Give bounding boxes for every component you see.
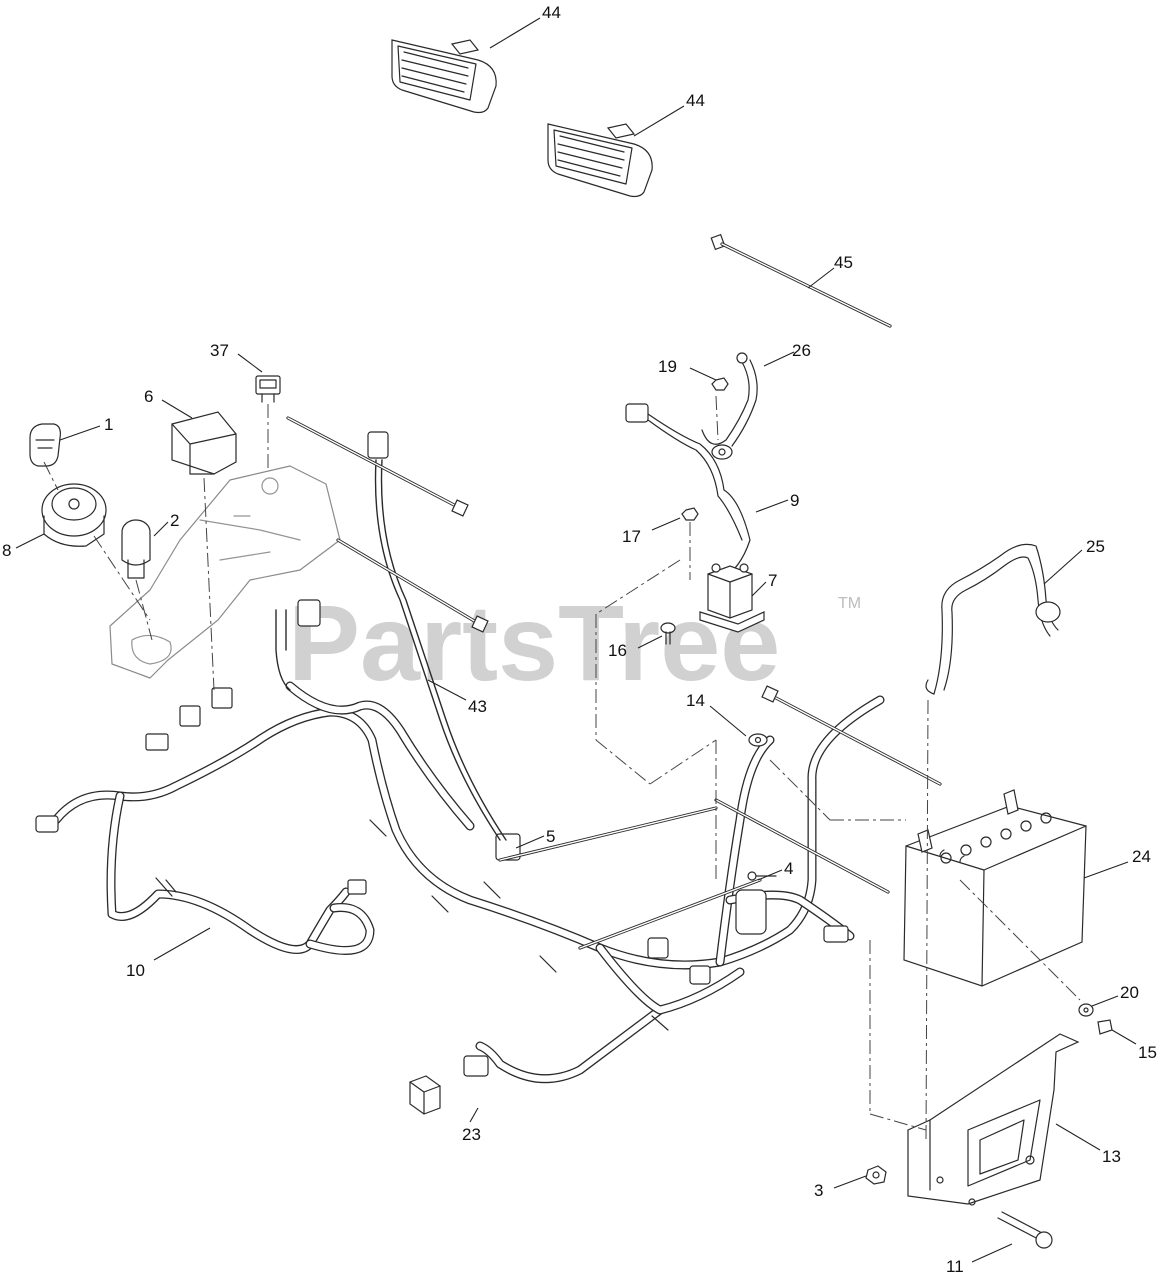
seat-switch-23[interactable] [409, 1075, 441, 1115]
hour-meter[interactable] [171, 411, 237, 475]
washer-20[interactable] [1078, 1003, 1094, 1017]
cable-tie-lower[interactable] [498, 798, 890, 950]
harness-connector-left [35, 815, 59, 833]
callout-13: 13 [1102, 1147, 1121, 1166]
ignition-key[interactable] [29, 423, 61, 467]
callout-26: 26 [792, 341, 811, 360]
callout-44-upper: 44 [542, 3, 561, 22]
pto-switch[interactable] [121, 519, 151, 579]
watermark-text: PartsTree [288, 582, 780, 703]
toggle-switch-37[interactable] [255, 375, 281, 403]
nut-19[interactable] [711, 377, 729, 391]
callout-16: 16 [608, 641, 627, 660]
callout-9: 9 [790, 491, 799, 510]
callout-2: 2 [170, 511, 179, 530]
solenoid-harness-9[interactable] [625, 403, 751, 581]
callout-45: 45 [834, 253, 853, 272]
nut-3[interactable] [865, 1165, 887, 1185]
callout-14: 14 [686, 691, 705, 710]
callout-4: 4 [784, 859, 793, 878]
callout-37: 37 [210, 341, 229, 360]
battery-hold-down-rod[interactable] [925, 543, 1061, 695]
leader-lines [15, 17, 1137, 1263]
work-light-lower[interactable] [547, 123, 653, 198]
wiring-harness[interactable] [35, 681, 885, 1084]
ignition-switch[interactable] [41, 483, 107, 547]
callout-17: 17 [622, 527, 641, 546]
callout-7: 7 [768, 571, 777, 590]
alignment-lines [43, 395, 1081, 1141]
work-light-upper[interactable] [391, 39, 497, 114]
callout-1: 1 [104, 415, 113, 434]
callout-20: 20 [1120, 983, 1139, 1002]
watermark-trademark: TM [838, 595, 861, 612]
screw-4[interactable] [747, 871, 777, 881]
starter-solenoid[interactable] [699, 563, 765, 633]
washer-14[interactable] [748, 733, 768, 747]
battery[interactable] [903, 789, 1087, 987]
callout-15: 15 [1138, 1043, 1157, 1062]
battery-bracket[interactable] [907, 1033, 1080, 1206]
control-panel [109, 465, 341, 679]
screw-16[interactable] [660, 622, 676, 645]
bolt-11[interactable] [997, 1211, 1053, 1249]
callout-11: 11 [946, 1257, 964, 1276]
wire-lead-43[interactable] [275, 431, 507, 841]
cable-tie-upper[interactable] [286, 416, 469, 517]
callout-19: 19 [658, 357, 677, 376]
cable-tie-45[interactable] [710, 233, 892, 328]
cable-tie-middle[interactable] [336, 538, 489, 633]
callout-6: 6 [144, 387, 153, 406]
harness-connector-5 [495, 833, 521, 861]
cable-tie-right[interactable] [761, 685, 942, 786]
callout-3: 3 [814, 1181, 823, 1200]
callout-43: 43 [468, 697, 487, 716]
nut-17[interactable] [681, 507, 699, 521]
callout-23: 23 [462, 1125, 481, 1144]
callout-10: 10 [126, 961, 145, 980]
callouts: 44 44 45 26 19 37 6 1 9 17 2 8 25 7 16 1… [2, 3, 1157, 1276]
callout-24: 24 [1132, 847, 1151, 866]
callout-8: 8 [2, 541, 11, 560]
callout-5: 5 [546, 827, 555, 846]
callout-44-lower: 44 [686, 91, 705, 110]
screw-15[interactable] [1097, 1019, 1113, 1035]
battery-cable-26[interactable] [701, 352, 758, 460]
callout-25: 25 [1086, 537, 1105, 556]
